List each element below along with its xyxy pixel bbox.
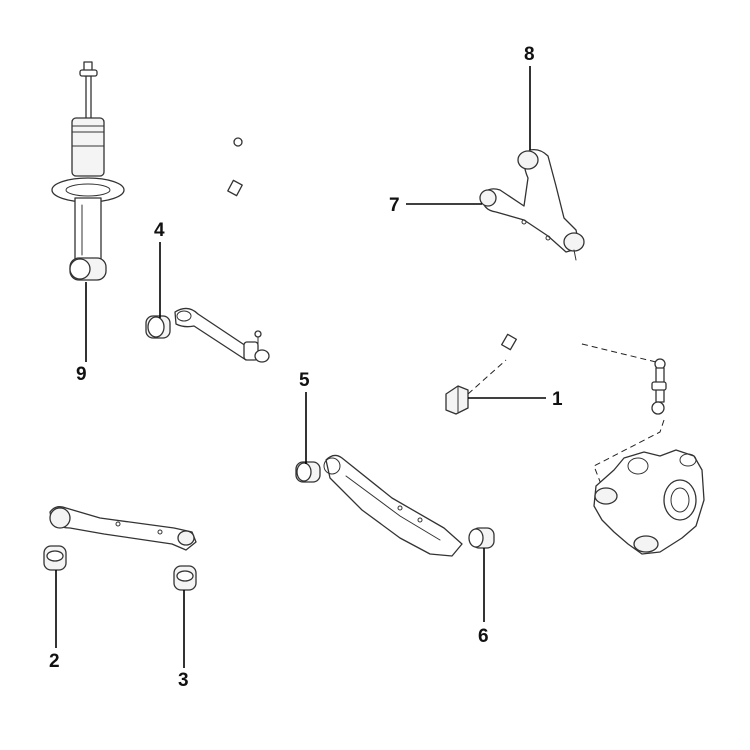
lateral-link (145, 307, 270, 363)
stabilizer-bar (208, 137, 584, 360)
relation-lines (467, 343, 665, 493)
callout-1: 1 (552, 389, 563, 410)
upper-control-arm (479, 148, 585, 261)
callout-5: 5 (299, 370, 310, 391)
callout-3: 3 (178, 670, 189, 691)
shock-absorber (51, 61, 125, 281)
callout-7: 7 (389, 195, 400, 216)
lower-control-arm (295, 454, 495, 557)
callout-6: 6 (478, 626, 489, 647)
leader-lines (55, 66, 546, 668)
rear-knuckle (593, 449, 705, 555)
callout-2: 2 (49, 651, 60, 672)
stabilizer-link (651, 358, 667, 415)
callout-labels: 8 7 4 9 5 1 2 3 6 (49, 44, 563, 691)
trailing-link (43, 506, 197, 591)
stabilizer-bushing (445, 385, 469, 415)
callout-9: 9 (76, 364, 87, 385)
callout-4: 4 (154, 220, 165, 241)
callout-8: 8 (524, 44, 535, 65)
